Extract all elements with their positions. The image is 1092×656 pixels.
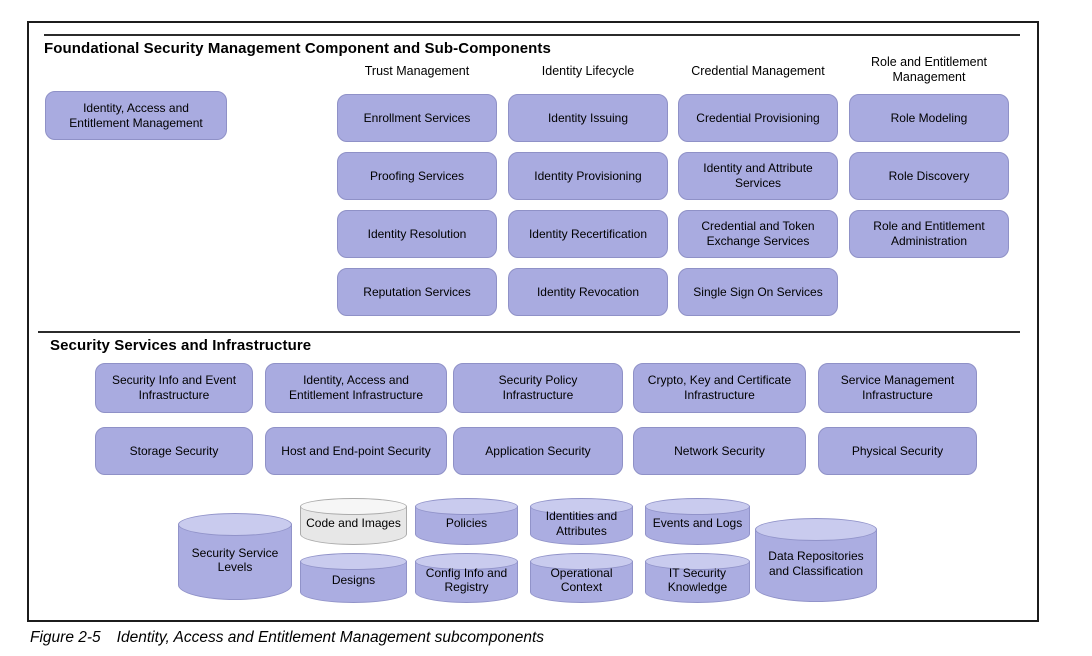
cylinder-events-logs: Events and Logs xyxy=(645,498,750,545)
cylinder-operational-context: Operational Context xyxy=(530,553,633,603)
cylinder-top xyxy=(530,498,633,515)
column-header-identity-lifecycle: Identity Lifecycle xyxy=(541,64,635,78)
cylinder-policies: Policies xyxy=(415,498,518,545)
box-identity-issuing: Identity Issuing xyxy=(508,94,668,142)
box-enrollment-services: Enrollment Services xyxy=(337,94,497,142)
cylinder-top xyxy=(300,498,407,515)
cylinder-top xyxy=(645,498,750,515)
box-service-management-infrastructure: Service Management Infrastructure xyxy=(818,363,977,413)
figure-caption: Figure 2-5 Identity, Access and Entitleme… xyxy=(30,629,544,647)
cylinder-config-info-registry: Config Info and Registry xyxy=(415,553,518,603)
column-header-role-entitlement-management: Role and Entitlement Management xyxy=(870,55,988,84)
box-application-security: Application Security xyxy=(453,427,623,475)
cylinder-it-security-knowledge: IT Security Knowledge xyxy=(645,553,750,603)
box-reputation-services: Reputation Services xyxy=(337,268,497,316)
cylinder-top xyxy=(415,498,518,515)
box-single-sign-on-services: Single Sign On Services xyxy=(678,268,838,316)
box-physical-security: Physical Security xyxy=(818,427,977,475)
cylinder-top xyxy=(645,553,750,570)
box-security-info-event-infrastructure: Security Info and Event Infrastructure xyxy=(95,363,253,413)
box-identity-revocation: Identity Revocation xyxy=(508,268,668,316)
cylinder-body xyxy=(178,524,292,600)
box-identity-access-entitlement-infrastructure: Identity, Access and Entitlement Infrast… xyxy=(265,363,447,413)
box-security-policy-infrastructure: Security Policy Infrastructure xyxy=(453,363,623,413)
box-network-security: Network Security xyxy=(633,427,806,475)
figure-caption-label: Figure 2-5 xyxy=(30,629,101,646)
column-header-credential-management: Credential Management xyxy=(691,64,825,78)
cylinder-top xyxy=(415,553,518,570)
box-credential-token-exchange-services: Credential and Token Exchange Services xyxy=(678,210,838,258)
bottom-section-title: Security Services and Infrastructure xyxy=(50,337,312,354)
box-credential-provisioning: Credential Provisioning xyxy=(678,94,838,142)
bottom-section-rule xyxy=(38,331,1020,333)
cylinder-top xyxy=(530,553,633,570)
box-role-discovery: Role Discovery xyxy=(849,152,1009,200)
cylinder-security-service-levels: Security Service Levels xyxy=(178,513,292,600)
box-identity-access-entitlement-management: Identity, Access and Entitlement Managem… xyxy=(45,91,227,140)
box-identity-recertification: Identity Recertification xyxy=(508,210,668,258)
cylinder-top xyxy=(755,518,877,541)
cylinder-top xyxy=(300,553,407,570)
box-proofing-services: Proofing Services xyxy=(337,152,497,200)
box-role-entitlement-administration: Role and Entitlement Administration xyxy=(849,210,1009,258)
box-identity-provisioning: Identity Provisioning xyxy=(508,152,668,200)
figure-caption-text: Identity, Access and Entitlement Managem… xyxy=(116,629,545,646)
box-identity-attribute-services: Identity and Attribute Services xyxy=(678,152,838,200)
cylinder-top xyxy=(178,513,292,536)
top-section-rule xyxy=(44,34,1020,36)
box-role-modeling: Role Modeling xyxy=(849,94,1009,142)
box-host-endpoint-security: Host and End-point Security xyxy=(265,427,447,475)
box-storage-security: Storage Security xyxy=(95,427,253,475)
cylinder-code-and-images: Code and Images xyxy=(300,498,407,545)
cylinder-designs: Designs xyxy=(300,553,407,603)
cylinder-data-repositories-classification: Data Repositories and Classification xyxy=(755,518,877,602)
box-identity-resolution: Identity Resolution xyxy=(337,210,497,258)
top-section-title: Foundational Security Management Compone… xyxy=(44,40,551,57)
cylinder-identities-attributes: Identities and Attributes xyxy=(530,498,633,545)
column-header-trust-management: Trust Management xyxy=(364,64,470,78)
box-crypto-key-certificate-infrastructure: Crypto, Key and Certificate Infrastructu… xyxy=(633,363,806,413)
cylinder-body xyxy=(755,529,877,602)
